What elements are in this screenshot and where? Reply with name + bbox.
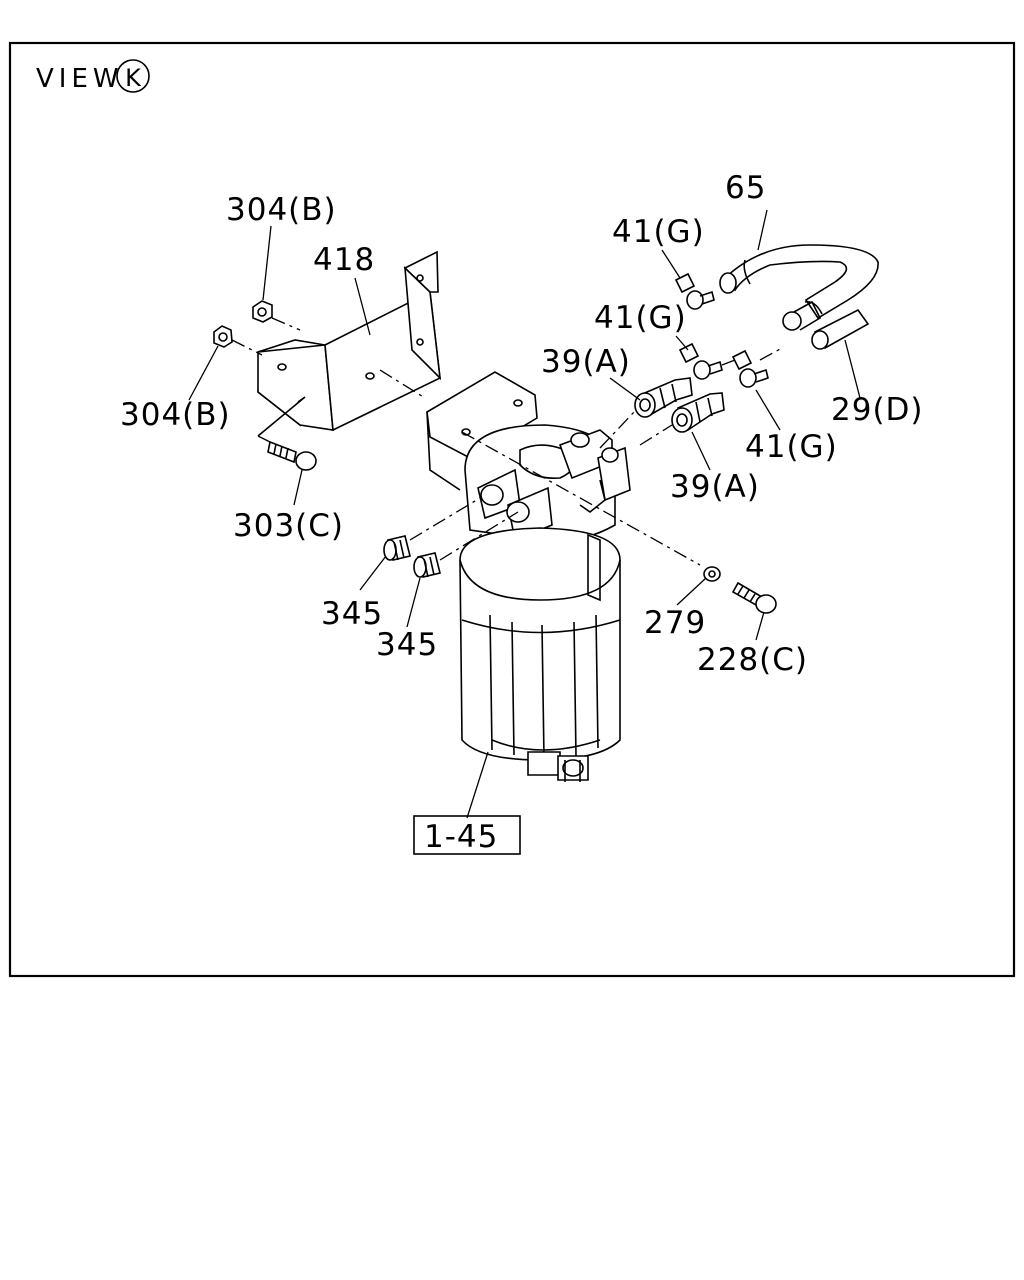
label-41g-b: 41(G) xyxy=(594,300,687,336)
diagram-frame xyxy=(8,41,1016,978)
clip-41g-b xyxy=(678,342,723,380)
label-279: 279 xyxy=(644,605,706,641)
nut-304b-left xyxy=(213,325,233,348)
filter-head xyxy=(426,371,631,542)
view-mark: K xyxy=(125,64,142,92)
label-39a-a: 39(A) xyxy=(541,344,631,380)
hose-29d xyxy=(811,308,870,350)
clip-41g-c xyxy=(731,349,769,388)
bracket-418 xyxy=(257,250,442,437)
bolt-228c xyxy=(731,581,777,614)
plug-345-a xyxy=(383,535,411,561)
label-1-45: 1-45 xyxy=(424,819,498,855)
label-41g-a: 41(G) xyxy=(612,214,705,250)
label-303c: 303(C) xyxy=(233,508,344,544)
filter-bowl xyxy=(459,527,621,782)
label-29d: 29(D) xyxy=(831,392,924,428)
clip-41g-a xyxy=(674,272,715,310)
label-304b-top: 304(B) xyxy=(226,192,337,228)
label-304b-left: 304(B) xyxy=(120,397,231,433)
nut-304b-top xyxy=(252,300,273,323)
label-41g-c: 41(G) xyxy=(745,429,838,465)
view-label: VIEW xyxy=(36,64,124,94)
plug-345-b xyxy=(413,552,441,578)
label-345-a: 345 xyxy=(321,596,383,632)
hose-65 xyxy=(719,244,879,331)
label-1-45-box xyxy=(413,815,521,855)
label-418: 418 xyxy=(313,242,375,278)
view-mark-circle xyxy=(116,59,150,93)
label-39a-b: 39(A) xyxy=(670,469,760,505)
bolt-303c xyxy=(267,440,317,471)
label-65: 65 xyxy=(725,170,766,206)
washer-279 xyxy=(703,566,721,582)
label-345-b: 345 xyxy=(376,627,438,663)
fitting-39a-lower xyxy=(671,392,725,433)
label-228c: 228(C) xyxy=(697,642,808,678)
fitting-39a-upper xyxy=(634,377,693,418)
